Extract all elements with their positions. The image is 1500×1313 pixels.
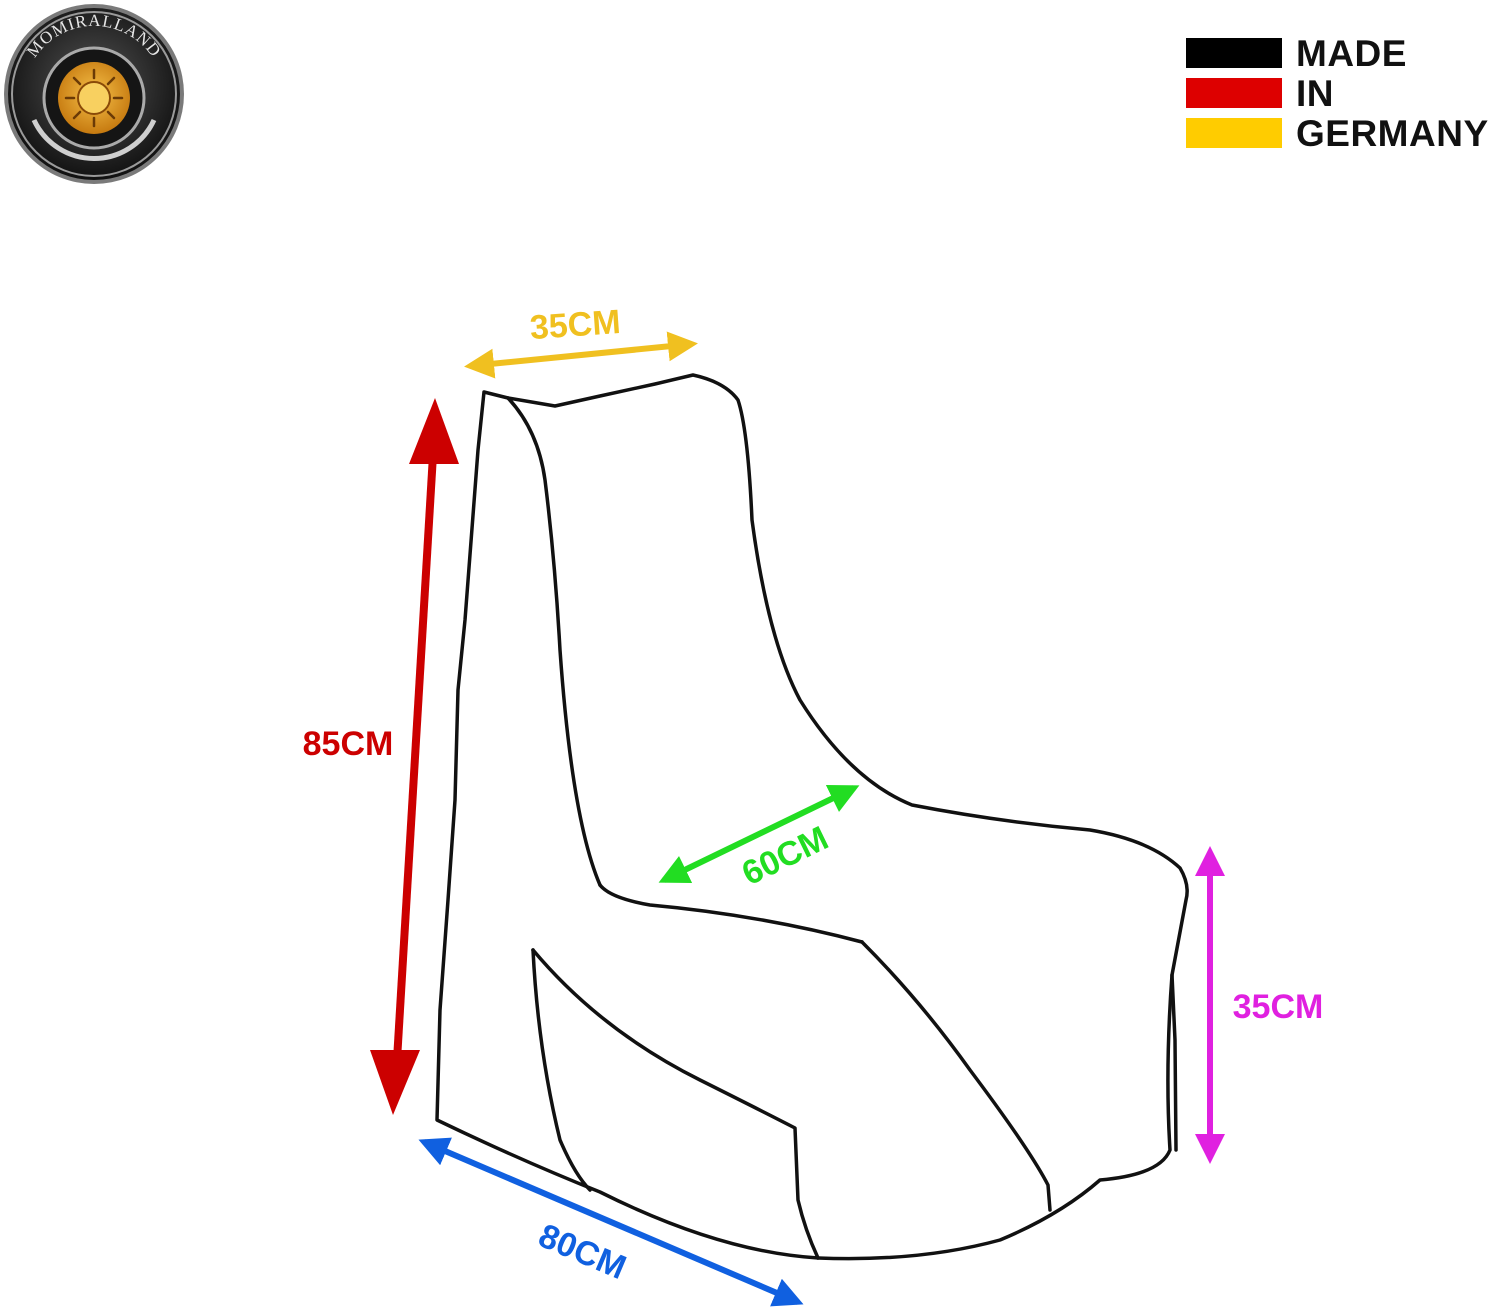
dimension-top-width-label: 35CM [529, 303, 622, 347]
dimension-top-width: 35CM [464, 303, 698, 379]
dimension-seat-depth: 60CM [658, 784, 860, 893]
origin-line-in: IN [1296, 73, 1334, 114]
sun-emblem-icon [58, 62, 130, 134]
origin-line-made: MADE [1296, 33, 1407, 74]
flag-stripe-gold [1186, 118, 1282, 148]
dimension-base-width: 80CM [418, 1137, 804, 1307]
dimension-seat-height-label: 35CM [1233, 988, 1324, 1026]
origin-line-germany: GERMANY [1296, 113, 1489, 154]
dimension-seat-height: 35CM [1195, 846, 1324, 1164]
flag-stripe-red [1186, 78, 1282, 108]
brand-logo: MOMIRALLAND [4, 4, 184, 184]
dimension-height: 85CM [303, 398, 459, 1115]
origin-text: MADE IN GERMANY [1296, 34, 1489, 154]
flag-stripe-black [1186, 38, 1282, 68]
dimension-height-label: 85CM [303, 725, 394, 763]
dimension-seat-depth-label: 60CM [736, 819, 834, 893]
german-flag-icon [1186, 38, 1282, 148]
bean-bag-chair-outline [435, 373, 1189, 1261]
made-in-germany-badge: MADE IN GERMANY [1186, 34, 1500, 156]
